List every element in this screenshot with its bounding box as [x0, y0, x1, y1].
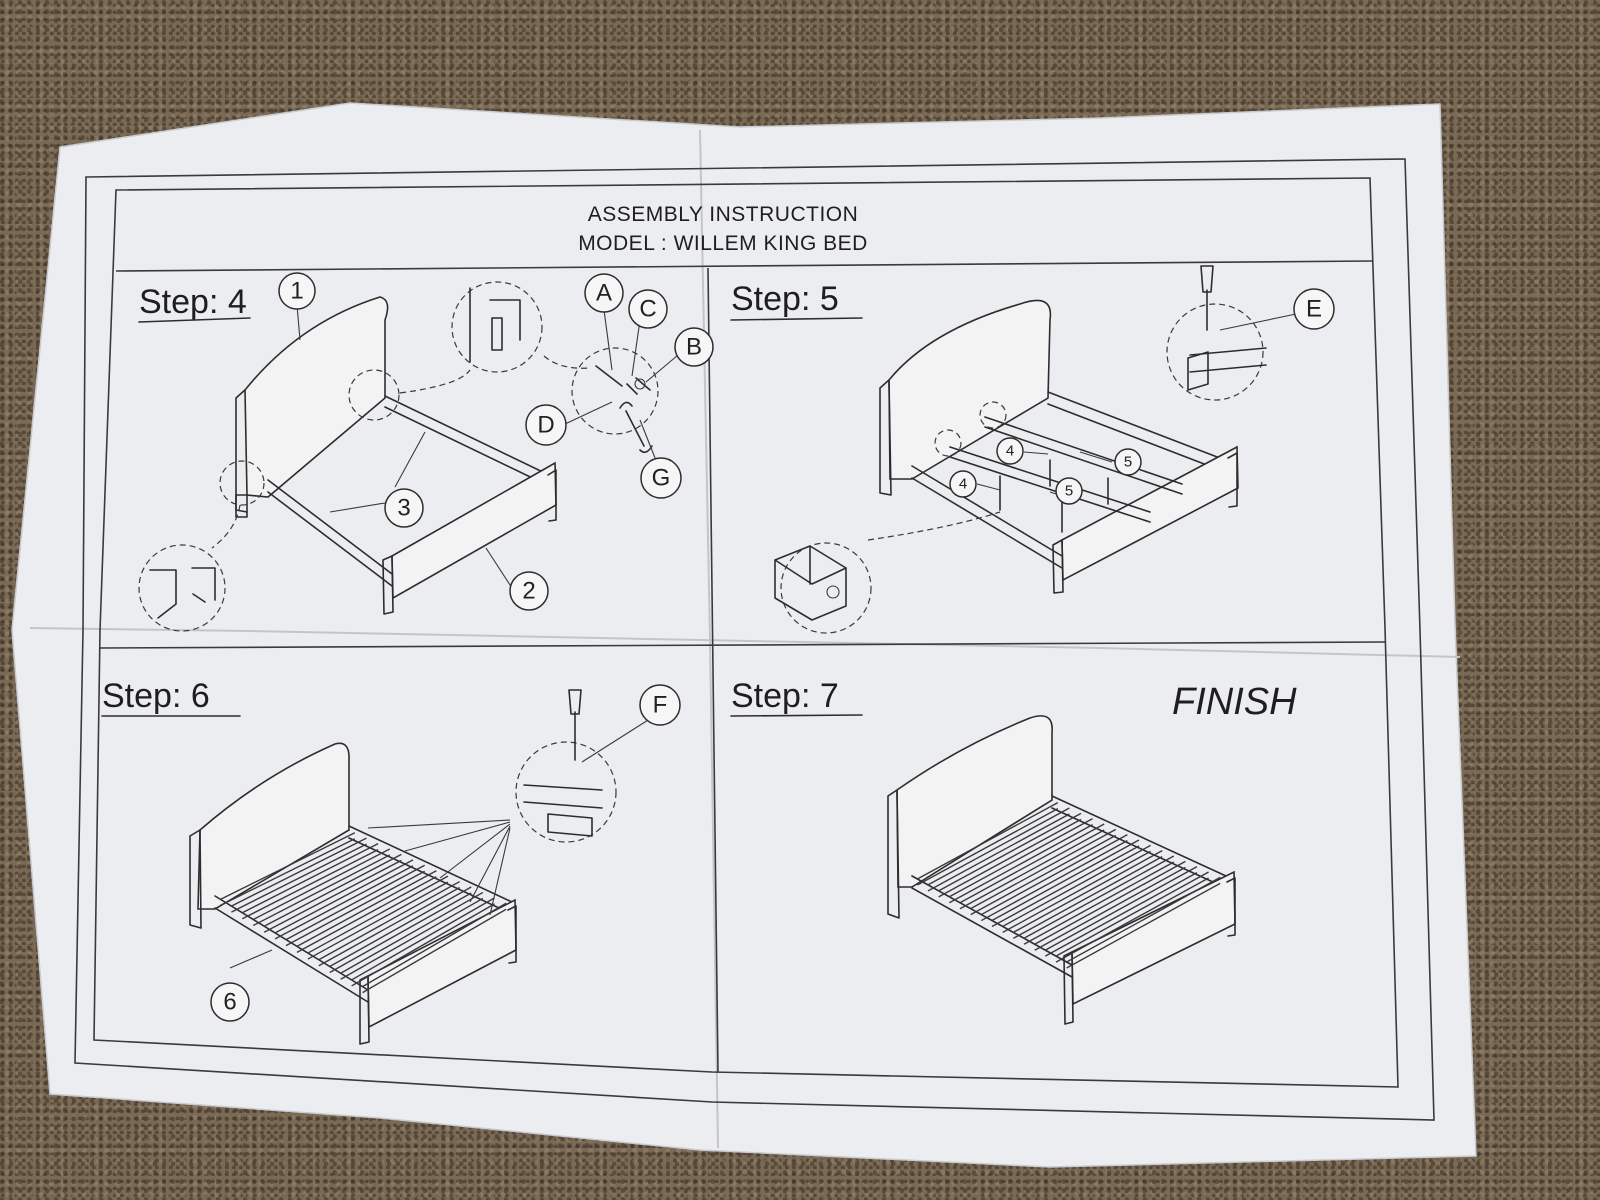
callout-c: C [629, 290, 667, 328]
svg-text:Step: 6: Step: 6 [102, 677, 210, 715]
svg-text:5: 5 [1065, 483, 1073, 500]
callout-f: F [640, 685, 680, 725]
svg-text:3: 3 [397, 495, 410, 522]
svg-text:6: 6 [223, 989, 236, 1016]
callout-6: 6 [211, 983, 249, 1021]
header-model: MODEL : WILLEM KING BED [578, 232, 868, 255]
callout-b: B [675, 328, 713, 366]
header-title: ASSEMBLY INSTRUCTION [588, 203, 859, 226]
svg-text:G: G [652, 465, 671, 492]
step-4-heading: Step: 4 [139, 283, 250, 322]
svg-text:4: 4 [959, 476, 967, 493]
callout-5-lower: 5 [1056, 478, 1082, 504]
callout-g: G [641, 458, 681, 498]
svg-text:1: 1 [290, 278, 303, 305]
callout-4-lower: 4 [950, 471, 976, 497]
svg-text:2: 2 [522, 578, 535, 605]
svg-text:4: 4 [1006, 443, 1014, 460]
svg-text:Step: 4: Step: 4 [139, 283, 247, 321]
svg-text:D: D [537, 412, 554, 439]
finish-label: FINISH [1172, 681, 1297, 723]
svg-text:E: E [1306, 296, 1322, 323]
callout-5-upper: 5 [1115, 449, 1141, 475]
svg-text:B: B [686, 334, 702, 361]
svg-text:5: 5 [1124, 454, 1132, 471]
svg-text:C: C [639, 296, 656, 323]
callout-3: 3 [385, 489, 423, 527]
svg-text:A: A [596, 280, 612, 307]
svg-text:Step: 5: Step: 5 [731, 280, 839, 318]
callout-2: 2 [510, 572, 548, 610]
callout-a: A [585, 274, 623, 312]
callout-4-upper: 4 [997, 438, 1023, 464]
callout-d: D [526, 405, 566, 445]
callout-e: E [1294, 289, 1334, 329]
svg-text:F: F [653, 692, 668, 719]
svg-text:Step: 7: Step: 7 [731, 677, 839, 715]
callout-1: 1 [279, 273, 315, 309]
